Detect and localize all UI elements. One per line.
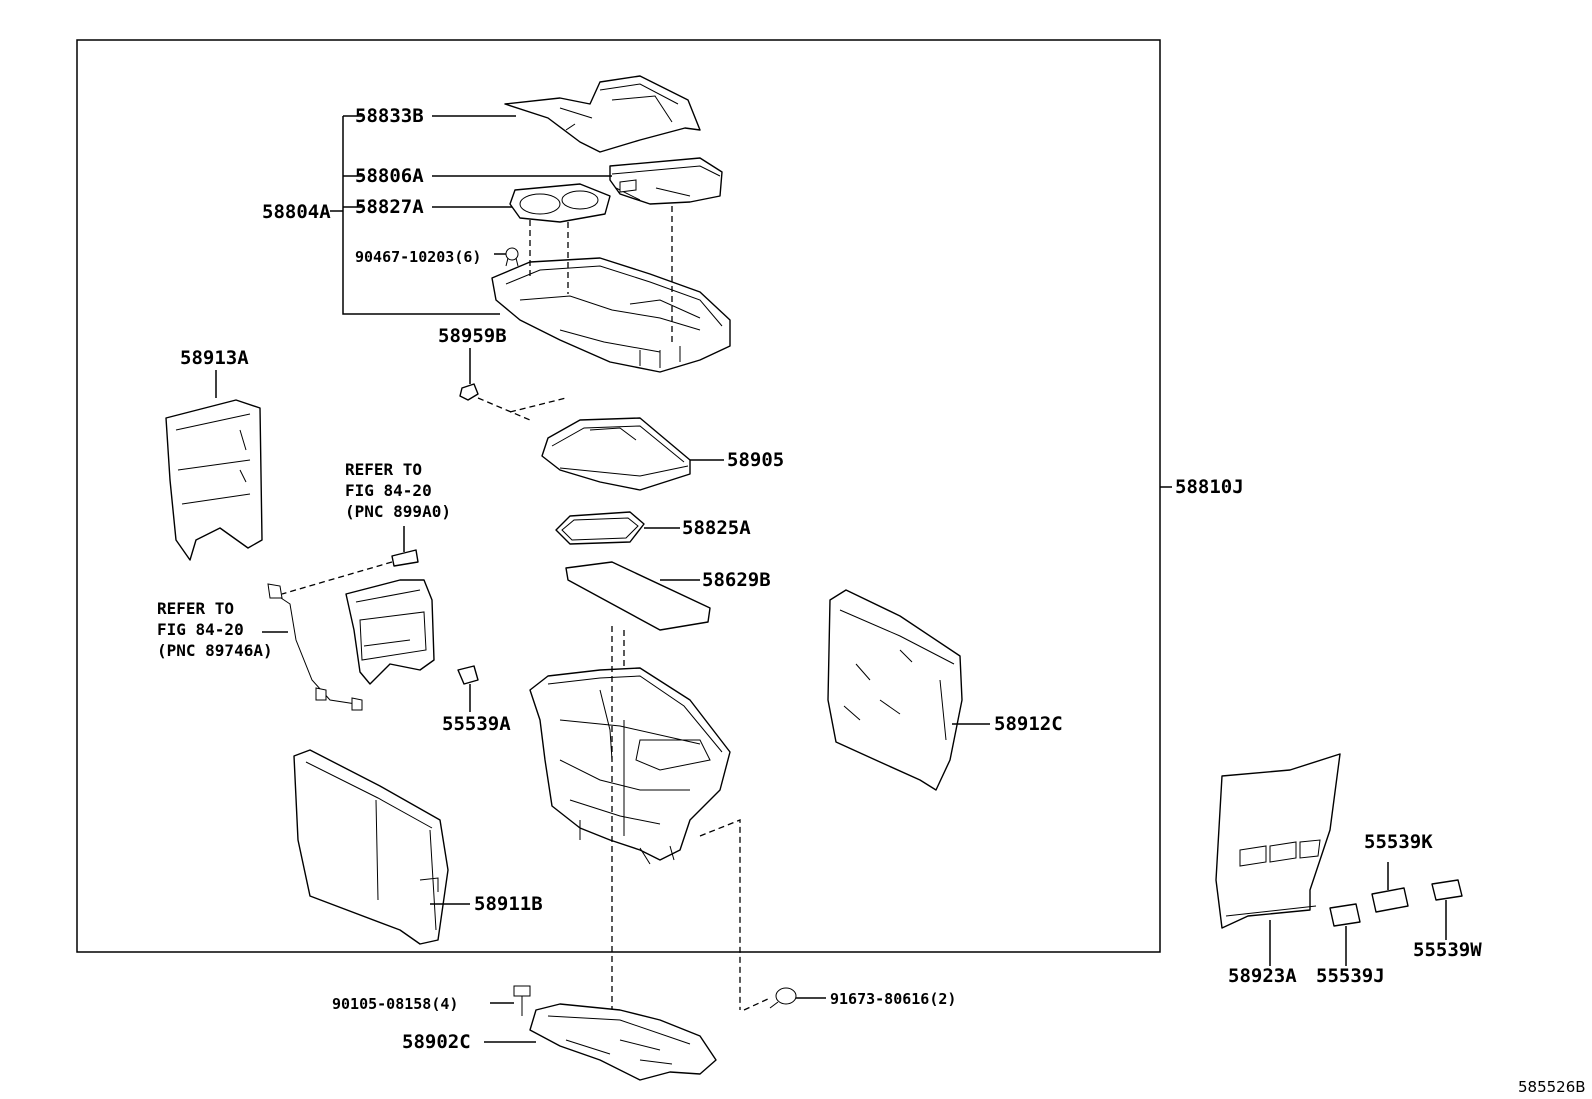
callout-91673[interactable]: 91673-80616(2) — [830, 990, 956, 1008]
callout-58827a[interactable]: 58827A — [355, 196, 424, 218]
refer-note-899a0: REFER TO FIG 84-20 (PNC 899A0) — [345, 460, 451, 521]
part-58833b-shift-trim[interactable] — [504, 75, 701, 153]
refer-note-899a0-line2: FIG 84-20 — [345, 481, 432, 500]
callout-58959b[interactable]: 58959B — [438, 325, 507, 347]
callout-90467[interactable]: 90467-10203(6) — [355, 248, 481, 266]
part-90105-bolt[interactable] — [513, 985, 531, 1016]
part-front-bezel[interactable] — [345, 579, 435, 685]
part-58806a-panel[interactable] — [609, 157, 723, 205]
part-55539k-switch[interactable] — [1371, 887, 1409, 913]
callout-58913a[interactable]: 58913A — [180, 347, 249, 369]
part-58827a-cup-holder[interactable] — [509, 183, 611, 223]
part-console-upper-body[interactable] — [491, 257, 731, 373]
callout-55539w[interactable]: 55539W — [1413, 939, 1482, 961]
part-58911b-front-panel[interactable] — [293, 749, 449, 945]
callout-58629b[interactable]: 58629B — [702, 569, 771, 591]
callout-58806a[interactable]: 58806A — [355, 165, 424, 187]
diagram-code: 585526B — [1518, 1078, 1586, 1096]
part-58825a-tray[interactable] — [555, 511, 645, 545]
part-console-box[interactable] — [529, 667, 731, 865]
refer-note-89746a: REFER TO FIG 84-20 (PNC 89746A) — [157, 599, 273, 660]
callout-58825a[interactable]: 58825A — [682, 517, 751, 539]
callout-55539j[interactable]: 55539J — [1316, 965, 1385, 987]
part-58913a-side-panel[interactable] — [165, 399, 263, 561]
part-55539w-switch[interactable] — [1431, 879, 1463, 901]
callout-58902c[interactable]: 58902C — [402, 1031, 471, 1053]
callout-58810j[interactable]: 58810J — [1175, 476, 1244, 498]
bracket-58804a — [330, 115, 500, 315]
callout-55539k[interactable]: 55539K — [1364, 831, 1433, 853]
part-90467-clip[interactable] — [505, 247, 519, 267]
part-55539a-button[interactable] — [457, 665, 479, 685]
part-58902c-bracket[interactable] — [529, 1003, 717, 1081]
refer-note-899a0-line1: REFER TO — [345, 460, 422, 479]
part-58923a-rear-panel[interactable] — [1215, 753, 1341, 929]
part-899a0-connector[interactable] — [391, 549, 419, 567]
callout-58923a[interactable]: 58923A — [1228, 965, 1297, 987]
refer-note-899a0-line3: (PNC 899A0) — [345, 502, 451, 521]
callout-58804a[interactable]: 58804A — [262, 201, 331, 223]
part-58959b-clip[interactable] — [459, 383, 479, 401]
callout-90105[interactable]: 90105-08158(4) — [332, 995, 458, 1013]
part-89746a-harness[interactable] — [267, 583, 363, 711]
callout-58912c[interactable]: 58912C — [994, 713, 1063, 735]
callout-55539a[interactable]: 55539A — [442, 713, 511, 735]
part-91673-clip[interactable] — [769, 987, 797, 1009]
assembly-frame — [76, 39, 1161, 953]
refer-note-89746a-line1: REFER TO — [157, 599, 234, 618]
refer-note-89746a-line3: (PNC 89746A) — [157, 641, 273, 660]
part-58912c-side-panel[interactable] — [827, 589, 963, 791]
refer-note-89746a-line2: FIG 84-20 — [157, 620, 244, 639]
callout-58905[interactable]: 58905 — [727, 449, 784, 471]
part-55539j-switch[interactable] — [1329, 903, 1361, 927]
callout-58911b[interactable]: 58911B — [474, 893, 543, 915]
part-58905-console-lid[interactable] — [541, 417, 691, 491]
part-58629b-mat[interactable] — [565, 561, 711, 631]
callout-58833b[interactable]: 58833B — [355, 105, 424, 127]
